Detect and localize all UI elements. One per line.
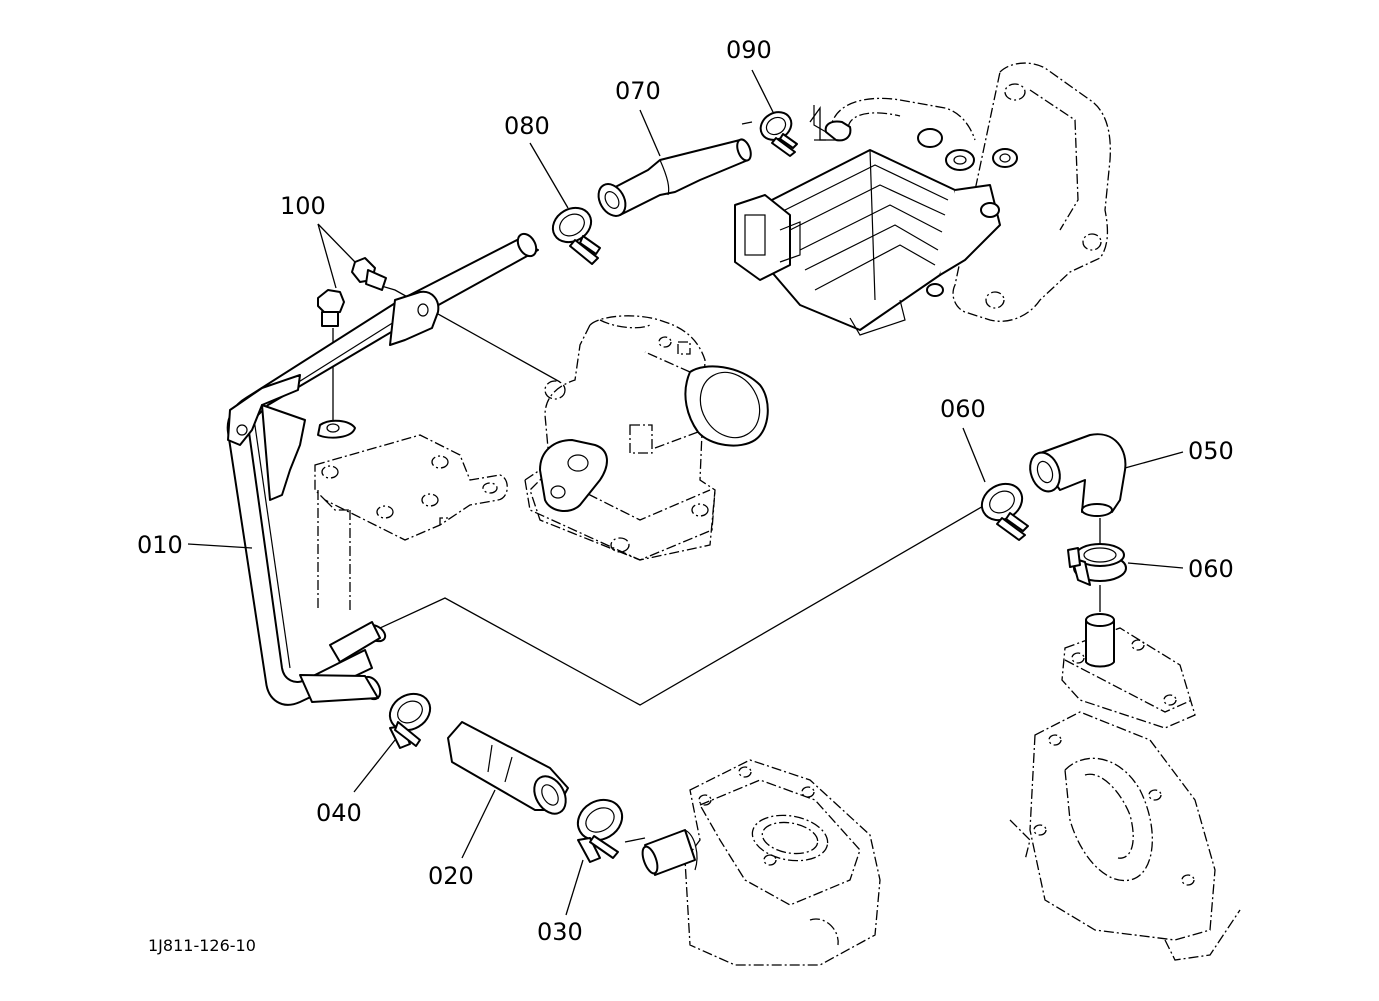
water-flange-housing xyxy=(641,759,881,966)
callout-leaders xyxy=(187,69,1184,916)
clamp-030 xyxy=(576,798,624,863)
callout-020: 020 xyxy=(428,862,474,890)
clamp-040 xyxy=(388,692,432,749)
clamp-060-lower xyxy=(1067,543,1127,586)
thermostat-housing xyxy=(524,315,769,561)
water-pump-housing xyxy=(1009,613,1241,961)
callout-090: 090 xyxy=(726,36,772,64)
figure-code: 1J811-126-10 xyxy=(148,936,256,955)
hose-070 xyxy=(597,138,752,217)
callout-040: 040 xyxy=(316,799,362,827)
bolt-100-b xyxy=(351,257,387,291)
callout-100: 100 xyxy=(280,192,326,220)
callout-010: 010 xyxy=(137,531,183,559)
bolt-100-a xyxy=(317,289,345,327)
callout-060-upper: 060 xyxy=(940,395,986,423)
callout-050: 050 xyxy=(1188,437,1234,465)
callout-030: 030 xyxy=(537,918,583,946)
mounting-bracket xyxy=(314,434,508,610)
pipe-010 xyxy=(226,232,539,706)
clamp-090 xyxy=(759,111,798,157)
clamp-080 xyxy=(551,206,601,265)
hose-020 xyxy=(447,721,569,815)
callout-080: 080 xyxy=(504,112,550,140)
clamp-060-upper xyxy=(980,482,1029,541)
elbow-hose-050 xyxy=(1029,433,1127,517)
egr-valve-assembly xyxy=(734,62,1111,336)
callout-070: 070 xyxy=(615,77,661,105)
callout-060-lower: 060 xyxy=(1188,555,1234,583)
